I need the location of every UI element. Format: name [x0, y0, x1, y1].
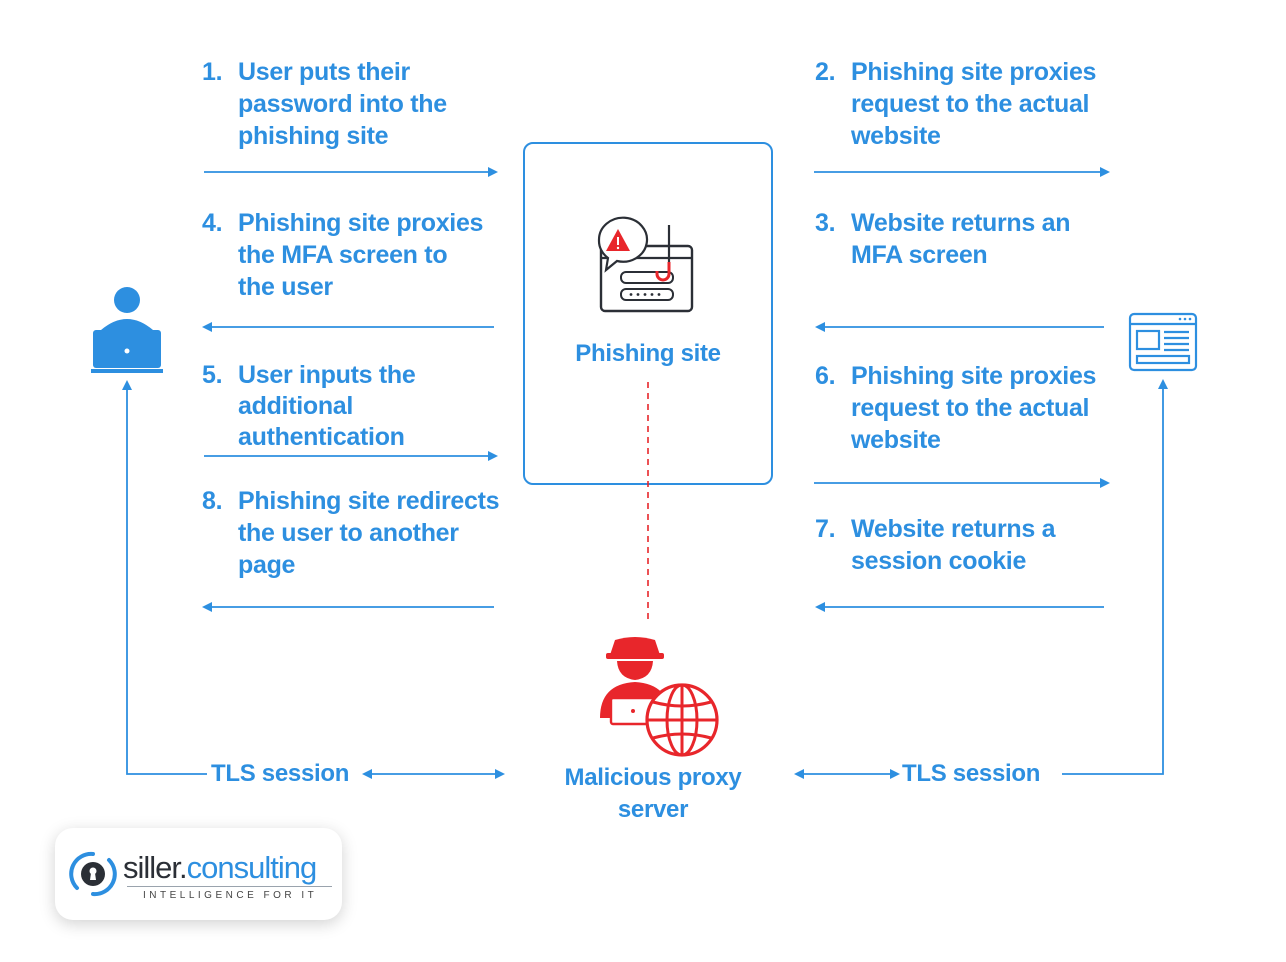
step-6-line-2: request to the actual — [851, 394, 1090, 422]
step-1-number: 1. — [202, 58, 223, 86]
tls-session-left-label: TLS session — [211, 760, 350, 787]
step-7: 7. Website returns a session cookie — [815, 513, 1056, 577]
logo-tagline: INTELLIGENCE FOR IT — [143, 890, 318, 901]
siller-consulting-logo: siller.consulting INTELLIGENCE FOR IT — [55, 828, 342, 920]
hacker-globe-icon — [600, 637, 719, 757]
step-1-line-3: phishing site — [238, 122, 389, 150]
step-7-number: 7. — [815, 515, 836, 543]
step-3: 3. Website returns an MFA screen — [815, 207, 1071, 271]
step-2-line-2: request to the actual — [851, 90, 1090, 118]
step-4-line-3: the user — [238, 273, 333, 301]
tls-session-right-label: TLS session — [902, 760, 1041, 787]
website-icon — [1128, 312, 1198, 372]
step-4: 4. Phishing site proxies the MFA screen … — [202, 207, 483, 303]
step-5: 5. User inputs the additional authentica… — [202, 360, 416, 453]
step-5-line-2: additional — [238, 392, 354, 420]
step-8: 8. Phishing site redirects the user to a… — [202, 485, 500, 581]
step-8-line-3: page — [238, 551, 296, 579]
step-5-number: 5. — [202, 361, 223, 389]
step-2: 2. Phishing site proxies request to the … — [815, 56, 1096, 152]
malicious-proxy-label: Malicious proxy server — [540, 762, 766, 826]
phishing-site-label: Phishing site — [575, 340, 721, 367]
step-1-line-1: User puts their — [238, 58, 410, 86]
malicious-proxy-label-line-2: server — [617, 796, 689, 823]
malicious-proxy-label-line-1: Malicious proxy — [564, 764, 742, 791]
step-6: 6. Phishing site proxies request to the … — [815, 360, 1096, 456]
step-8-line-1: Phishing site redirects — [238, 487, 500, 515]
step-3-number: 3. — [815, 209, 836, 237]
logo-wordmark-part-1: siller. — [123, 850, 188, 885]
step-6-number: 6. — [815, 362, 836, 390]
step-2-line-1: Phishing site proxies — [851, 58, 1097, 86]
step-4-number: 4. — [202, 209, 223, 237]
step-7-line-1: Website returns a — [851, 515, 1056, 543]
step-3-line-1: Website returns an — [851, 209, 1071, 237]
step-6-line-3: website — [851, 426, 941, 454]
tls-right-connector — [1062, 379, 1168, 775]
step-1: 1. User puts their password into the phi… — [202, 56, 447, 152]
phishing-hook-icon — [597, 216, 694, 313]
step-8-number: 8. — [202, 487, 223, 515]
logo-wordmark: siller.consulting — [123, 850, 318, 886]
step-8-line-2: the user to another — [238, 519, 459, 547]
padlock-logo-icon — [69, 851, 117, 897]
step-3-line-2: MFA screen — [851, 241, 988, 269]
logo-wordmark-part-2: consulting — [186, 850, 318, 885]
step-6-line-1: Phishing site proxies — [851, 362, 1097, 390]
step-5-line-1: User inputs the — [238, 361, 416, 389]
logo-divider — [127, 886, 332, 887]
step-4-line-2: the MFA screen to — [238, 241, 448, 269]
user-laptop-icon — [91, 287, 163, 373]
tls-left-connector — [122, 380, 207, 775]
step-1-line-2: password into the — [238, 90, 447, 118]
step-7-line-2: session cookie — [851, 547, 1027, 575]
step-4-line-1: Phishing site proxies — [238, 209, 484, 237]
step-5-line-3: authentication — [238, 423, 405, 451]
step-2-line-3: website — [851, 122, 941, 150]
step-2-number: 2. — [815, 58, 836, 86]
